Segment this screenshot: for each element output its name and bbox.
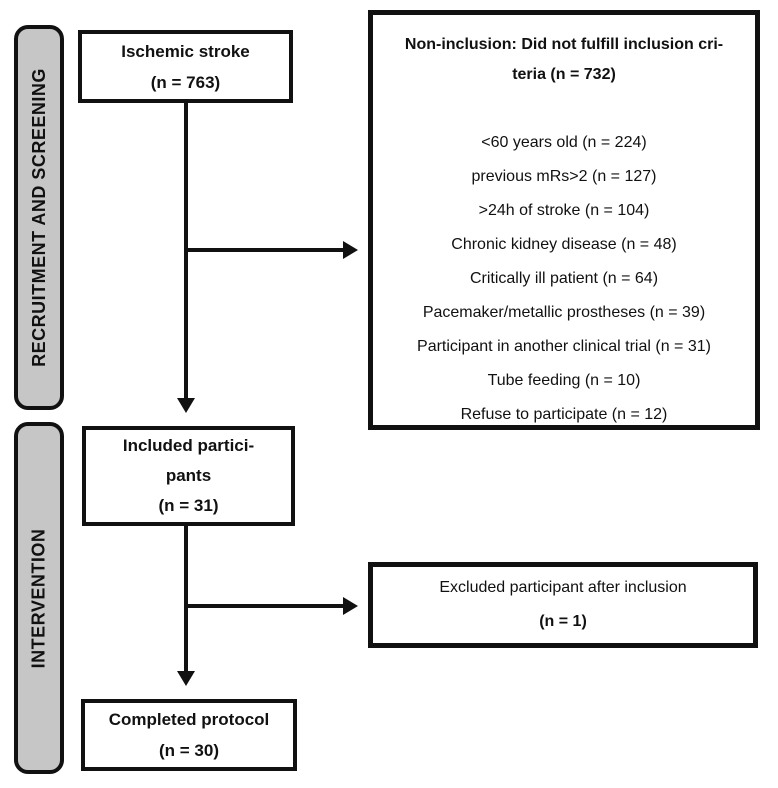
box-excluded-after-inclusion: Excluded participant after inclusion (n … [368,562,758,648]
arrowhead-down-completed [177,671,195,686]
non-inclusion-reason: Pacemaker/metallic prostheses (n = 39) [422,304,706,321]
excluded-after-inclusion-count: (n = 1) [539,613,587,630]
non-inclusion-reason-list: <60 years old (n = 224) previous mRs>2 (… [417,126,711,432]
stage-label-intervention: INTERVENTION [28,528,49,668]
arrowhead-down-included [177,398,195,413]
stage-pill-recruitment: RECRUITMENT AND SCREENING [14,25,64,410]
stage-label-recruitment: RECRUITMENT AND SCREENING [28,68,49,367]
included-participants-count: (n = 31) [158,496,219,515]
excluded-after-inclusion-title: Excluded participant after inclusion [439,579,687,596]
box-non-inclusion: Non-inclusion: Did not fulfill inclusion… [368,10,760,430]
included-participants-title-line1: Included partici- [122,436,255,455]
non-inclusion-title-line1: Non-inclusion: Did not fulfill inclusion… [404,36,724,53]
connector-included-to-completed [184,526,188,673]
non-inclusion-reason: Critically ill patient (n = 64) [469,270,659,287]
ischemic-stroke-title: Ischemic stroke [121,41,250,61]
box-completed-protocol: Completed protocol (n = 30) [81,699,297,771]
completed-protocol-title: Completed protocol [108,710,270,729]
non-inclusion-reason: Chronic kidney disease (n = 48) [451,236,677,253]
non-inclusion-reason: <60 years old (n = 224) [481,134,647,151]
included-participants-title-line2: pants [165,466,212,485]
stage-pill-intervention: INTERVENTION [14,422,64,774]
non-inclusion-reason: Refuse to participate (n = 12) [460,406,668,423]
connector-branch-noninclusion [186,248,344,252]
non-inclusion-reason: Tube feeding (n = 10) [487,372,641,389]
non-inclusion-reason: Participant in another clinical trial (n… [417,338,711,355]
connector-branch-excluded [186,604,344,608]
non-inclusion-reason: previous mRs>2 (n = 127) [471,168,657,185]
non-inclusion-title-line2: teria (n = 732) [512,66,616,83]
arrowhead-right-excluded [343,597,358,615]
box-ischemic-stroke: Ischemic stroke (n = 763) [78,30,293,103]
completed-protocol-count: (n = 30) [159,741,219,760]
ischemic-stroke-count: (n = 763) [150,72,221,92]
box-included-participants: Included partici- pants (n = 31) [82,426,295,526]
non-inclusion-reason: >24h of stroke (n = 104) [478,202,650,219]
arrowhead-right-noninclusion [343,241,358,259]
